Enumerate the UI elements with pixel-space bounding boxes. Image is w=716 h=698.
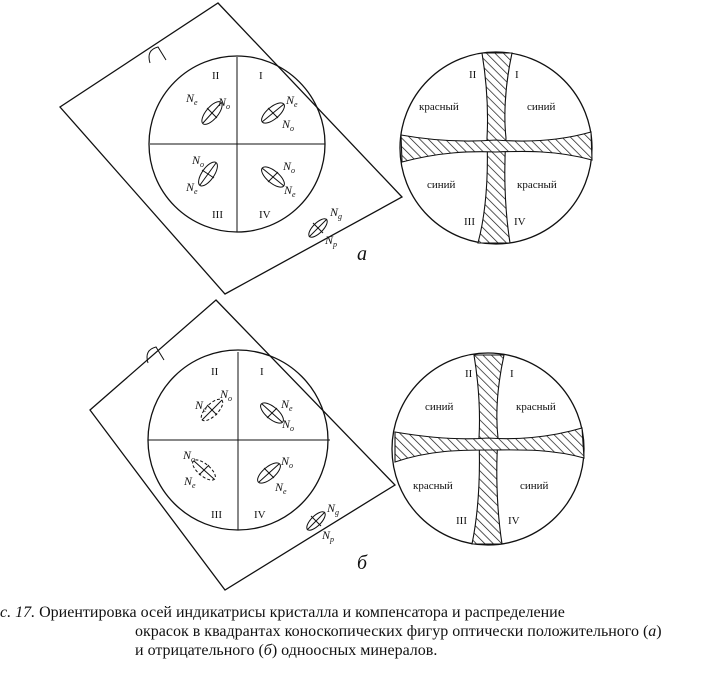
crystal-section-a xyxy=(59,2,404,295)
indicatrix-ellipse-q3: No Ne xyxy=(185,153,218,196)
figure-caption: с. 17. Ориентировка осей индикатрисы кри… xyxy=(0,603,712,660)
svg-text:Ne: Ne xyxy=(194,398,207,414)
caption-text-2b: ) xyxy=(656,623,662,640)
quadrant-label-iii-b: III xyxy=(211,509,222,521)
caption-text-2: окрасок в квадрантах коноскопических фиг… xyxy=(135,623,649,640)
svg-text:Ne: Ne xyxy=(274,480,287,496)
svg-text:Ng: Ng xyxy=(326,501,339,517)
indicatrix-ellipse-q1: Ne No xyxy=(261,93,298,133)
indicatrix-ellipse-q2: Ne No xyxy=(185,91,230,125)
quadrant-label-i-b: I xyxy=(260,366,264,378)
caption-text-1: Ориентировка осей индикатрисы кристалла … xyxy=(35,604,565,621)
quadrant-label-iv: IV xyxy=(259,209,271,221)
compensator-ellipse-b: Ng Np xyxy=(306,501,339,544)
svg-text:No: No xyxy=(282,159,295,175)
svg-text:No: No xyxy=(217,95,230,111)
quadrant-label-iii: III xyxy=(212,209,223,221)
right-quadrant-label-iii-b: III xyxy=(456,515,467,527)
svg-text:Ne: Ne xyxy=(185,91,198,107)
svg-text:No: No xyxy=(281,417,294,433)
caption-line-2: окрасок в квадрантах коноскопических фиг… xyxy=(0,622,712,641)
caption-line-3: и отрицательного (б) одноосных минералов… xyxy=(0,641,712,660)
right-quadrant-label-i-b: I xyxy=(510,368,514,380)
indicatrix-ellipse-q2-b: Ne No xyxy=(194,387,232,422)
svg-text:Ne: Ne xyxy=(285,93,298,109)
svg-text:Ne: Ne xyxy=(185,180,198,196)
color-label-q4-b: синий xyxy=(520,480,549,492)
caption-ref-b: б xyxy=(263,642,272,659)
svg-text:No: No xyxy=(182,448,195,464)
color-label-q1-b: красный xyxy=(516,401,556,413)
svg-text:Ng: Ng xyxy=(329,205,342,221)
caption-text-3b: ) одноосных минералов. xyxy=(271,642,438,659)
caption-figure-number: с. 17. xyxy=(0,604,36,621)
quadrant-label-iv-b: IV xyxy=(254,509,266,521)
indicatrix-ellipse-q1-b: Ne No xyxy=(260,397,294,433)
caption-ref-a: а xyxy=(648,623,657,640)
svg-text:No: No xyxy=(281,117,294,133)
compensator-ellipse-a: Ng Np xyxy=(308,205,342,249)
svg-text:No: No xyxy=(280,454,293,470)
right-quadrant-label-iv-b: IV xyxy=(508,515,520,527)
caption-line-1: с. 17. Ориентировка осей индикатрисы кри… xyxy=(0,603,712,622)
svg-text:Ne: Ne xyxy=(283,183,296,199)
isogyre-horizontal-b xyxy=(394,427,585,463)
svg-text:Np: Np xyxy=(324,233,337,249)
caption-text-3: и отрицательного ( xyxy=(135,642,264,659)
interference-circle-b xyxy=(391,352,585,546)
subfigure-label-b: б xyxy=(357,552,368,574)
color-label-q2-a: красный xyxy=(419,101,459,113)
color-label-q3-a: синий xyxy=(427,179,456,191)
right-quadrant-label-iii-a: III xyxy=(464,216,475,228)
panel-b: II I III IV Ne No Ne No No Ne xyxy=(89,299,585,591)
color-label-q2-b: синий xyxy=(425,401,454,413)
color-label-q3-b: красный xyxy=(413,480,453,492)
quadrant-label-ii-b: II xyxy=(211,366,219,378)
compensator-slot-a xyxy=(148,46,167,64)
quadrant-label-ii: II xyxy=(212,70,220,82)
right-quadrant-label-ii-b: II xyxy=(465,368,473,380)
right-quadrant-label-ii-a: II xyxy=(469,69,477,81)
indicatrix-ellipse-q4: No Ne xyxy=(261,159,296,199)
svg-text:Ne: Ne xyxy=(183,474,196,490)
panel-a: II I III IV Ne No Ne No No Ne xyxy=(59,2,593,295)
right-quadrant-label-i-a: I xyxy=(515,69,519,81)
isogyre-horizontal-a xyxy=(400,131,593,163)
indicatrix-ellipse-q4-b: No Ne xyxy=(257,454,293,496)
quadrant-label-i: I xyxy=(259,70,263,82)
color-label-q1-a: синий xyxy=(527,101,556,113)
color-label-q4-a: красный xyxy=(517,179,557,191)
svg-text:Ne: Ne xyxy=(280,397,293,413)
compensator-slot-b xyxy=(146,346,165,364)
svg-text:Np: Np xyxy=(321,528,334,544)
indicatrix-ellipse-q3-b: No Ne xyxy=(182,448,216,490)
svg-text:No: No xyxy=(191,153,204,169)
right-quadrant-label-iv-a: IV xyxy=(514,216,526,228)
subfigure-label-a: а xyxy=(357,243,367,265)
crystal-section-b xyxy=(89,299,397,591)
svg-text:No: No xyxy=(219,387,232,403)
